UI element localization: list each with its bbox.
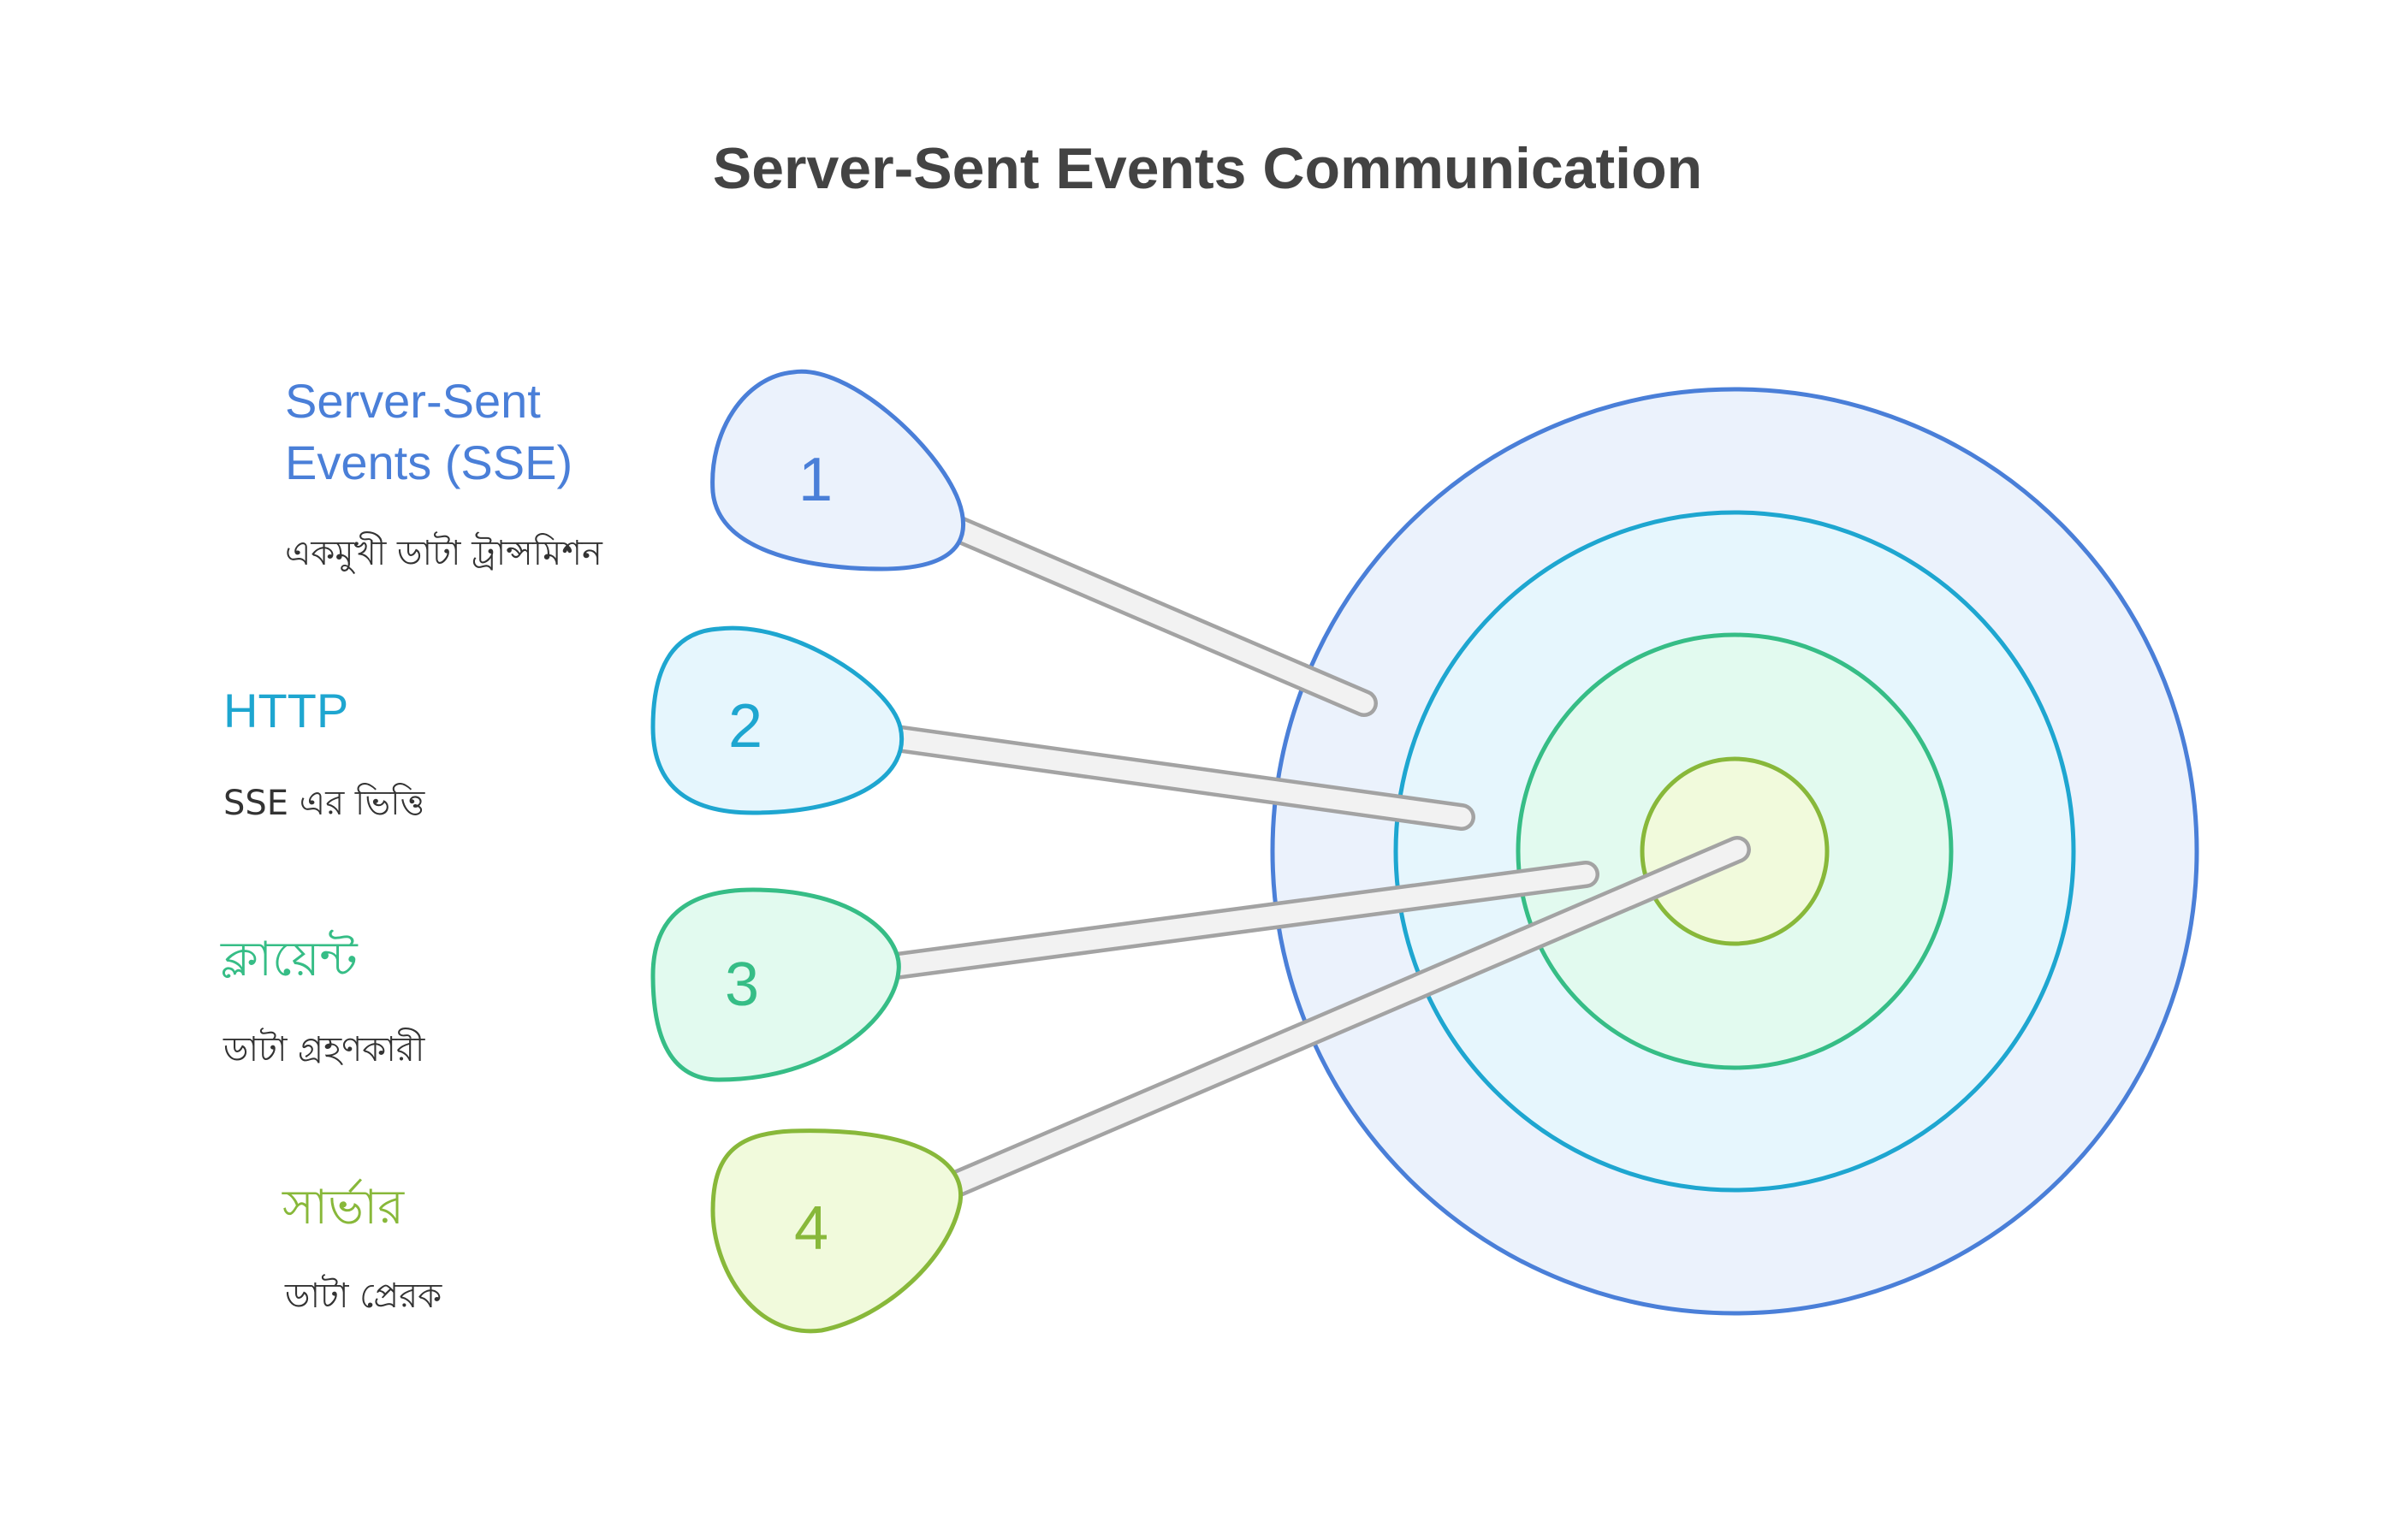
arrow-head-3: 3 (650, 887, 901, 1082)
item-description-4: ডাটা প্রেরক (284, 1274, 442, 1316)
arrow-shaft-1-fill (925, 509, 1374, 714)
arrow-head-2: 2 (650, 625, 905, 815)
item-label-1-line-2: Events (SSE) (285, 435, 573, 489)
item-number-1: 1 (798, 446, 833, 514)
item-label-2: HTTP (223, 684, 348, 737)
item-number-4: 4 (794, 1194, 828, 1263)
item-number-3: 3 (725, 951, 759, 1019)
item-description-2: SSE এর ভিত্তি (223, 783, 426, 823)
diagram-title: Server-Sent Events Communication (713, 136, 1702, 201)
item-label-1-line-1: Server-Sent (285, 374, 541, 428)
arrow-shafts (876, 506, 1751, 1199)
item-description-1: একমুখী ডাটা ট্রান্সমিশন (285, 531, 603, 573)
arrow-shaft-4-fill (942, 839, 1747, 1196)
arrow-shaft-2-fill (880, 727, 1472, 827)
item-2-text: HTTP SSE এর ভিত্তি (223, 684, 426, 823)
arrow-head-1: 1 (710, 369, 965, 572)
item-4-text: সার্ভার ডাটা প্রেরক (282, 1179, 442, 1316)
item-label-3: ক্লায়েন্ট (220, 930, 359, 986)
arrow-head-4: 4 (710, 1128, 964, 1334)
item-label-4: সার্ভার (282, 1179, 405, 1234)
item-1-text: Server-Sent Events (SSE) একমুখী ডাটা ট্র… (285, 374, 603, 573)
item-number-2: 2 (728, 692, 762, 761)
arrow-shaft-3-fill (880, 864, 1596, 977)
item-3-text: ক্লায়েন্ট ডাটা গ্রহণকারী (220, 930, 425, 1069)
item-description-3: ডাটা গ্রহণকারী (222, 1028, 425, 1069)
